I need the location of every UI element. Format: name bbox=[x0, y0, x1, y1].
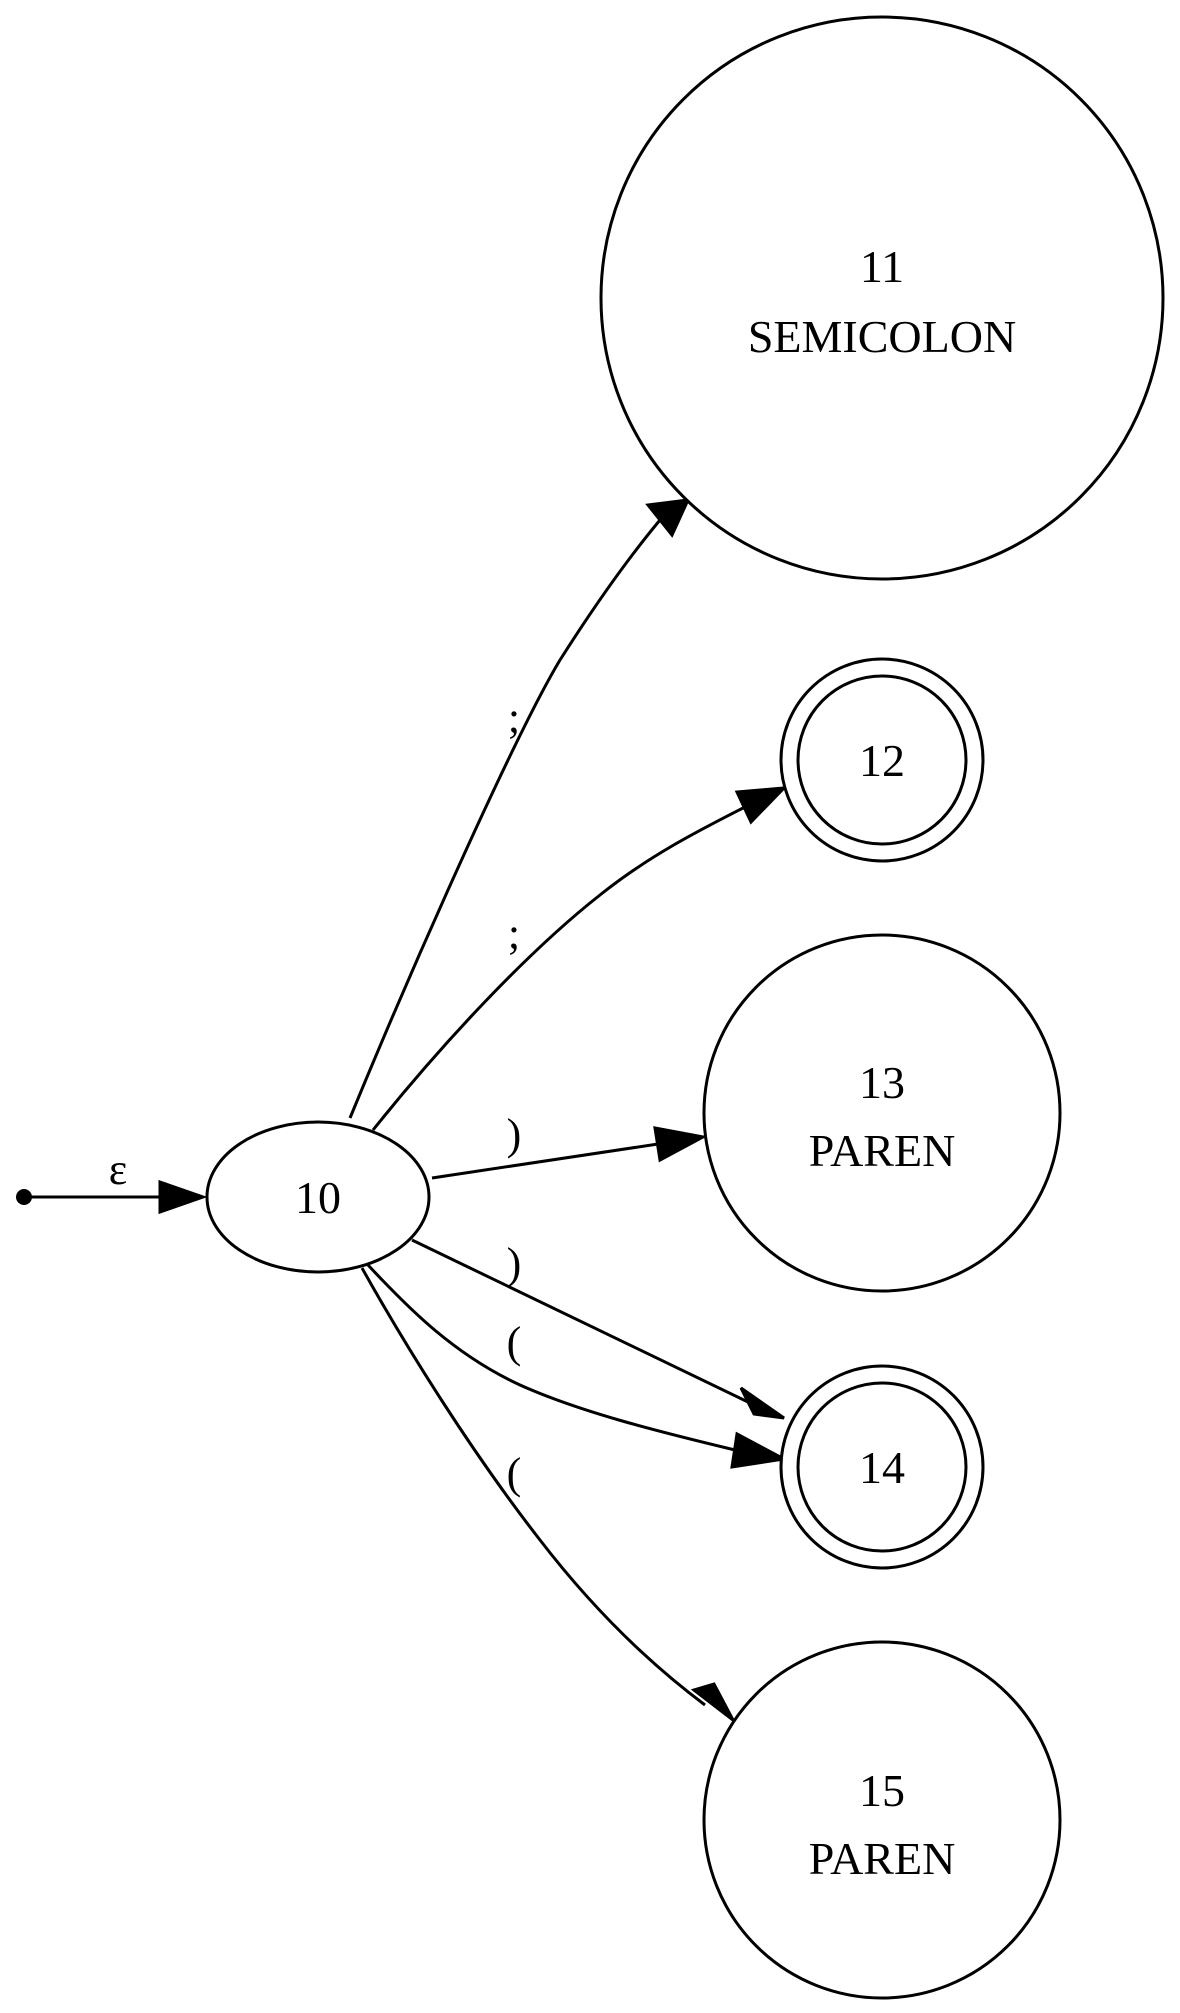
edge-10-11-arrowhead bbox=[645, 498, 691, 538]
edge-10-13-arrowhead bbox=[653, 1126, 708, 1163]
edge-10-12: ; bbox=[371, 786, 788, 1131]
edge-10-15-arrowhead bbox=[690, 1682, 735, 1722]
node-15-shape bbox=[702, 1640, 1062, 2000]
node-11-label-line-2: SEMICOLON bbox=[748, 311, 1016, 362]
node-13-shape bbox=[702, 933, 1062, 1293]
edge-10-14-close-line bbox=[411, 1238, 749, 1404]
edge-10-13-label: ) bbox=[507, 1110, 522, 1159]
node-12: 12 bbox=[779, 657, 985, 863]
node-11: 11 SEMICOLON bbox=[599, 15, 1165, 581]
node-14-inner-ring bbox=[796, 1381, 968, 1553]
node-13-label-line-2: PAREN bbox=[809, 1125, 956, 1176]
edge-10-14-close-label: ) bbox=[507, 1239, 522, 1288]
node-12-label: 12 bbox=[859, 735, 905, 786]
edge-10-11: ; bbox=[348, 498, 691, 1119]
node-12-inner-ring bbox=[796, 674, 968, 846]
edge-10-12-label: ; bbox=[508, 909, 520, 958]
edge-10-11-label: ; bbox=[508, 693, 520, 742]
edge-10-13-line bbox=[431, 1142, 659, 1180]
start-arrowhead bbox=[158, 1179, 208, 1215]
edge-10-14-open: ( bbox=[366, 1263, 789, 1469]
edge-10-12-line bbox=[371, 805, 746, 1131]
edge-10-11-line bbox=[348, 519, 662, 1119]
node-15-label-line-2: PAREN bbox=[809, 1833, 956, 1884]
edge-10-14-open-label: ( bbox=[507, 1318, 522, 1367]
edge-10-13: ) bbox=[431, 1110, 708, 1180]
node-13: 13 PAREN bbox=[702, 933, 1062, 1293]
edge-10-14-open-line bbox=[366, 1263, 736, 1452]
edge-10-14-open-arrowhead bbox=[730, 1431, 789, 1469]
node-15-label-line-1: 15 bbox=[859, 1765, 905, 1816]
edge-10-14-close: ) bbox=[411, 1238, 785, 1420]
node-10: 10 bbox=[205, 1120, 431, 1274]
node-10-shape bbox=[205, 1120, 431, 1274]
node-14: 14 bbox=[779, 1364, 985, 1570]
edge-10-15-label: ( bbox=[507, 1449, 522, 1498]
node-11-shape bbox=[599, 15, 1165, 581]
node-10-label: 10 bbox=[295, 1172, 341, 1223]
node-13-label-line-1: 13 bbox=[859, 1057, 905, 1108]
edge-10-12-arrowhead bbox=[734, 786, 788, 825]
edge-10-15-line bbox=[360, 1267, 706, 1707]
edge-10-14-close-arrowhead bbox=[739, 1386, 785, 1420]
node-14-label: 14 bbox=[859, 1442, 905, 1493]
start-edge-label: ε bbox=[109, 1145, 127, 1194]
edge-10-15: ( bbox=[360, 1267, 735, 1722]
node-15: 15 PAREN bbox=[702, 1640, 1062, 2000]
node-11-label-line-1: 11 bbox=[860, 241, 904, 292]
start-edge: ε bbox=[16, 1145, 208, 1215]
